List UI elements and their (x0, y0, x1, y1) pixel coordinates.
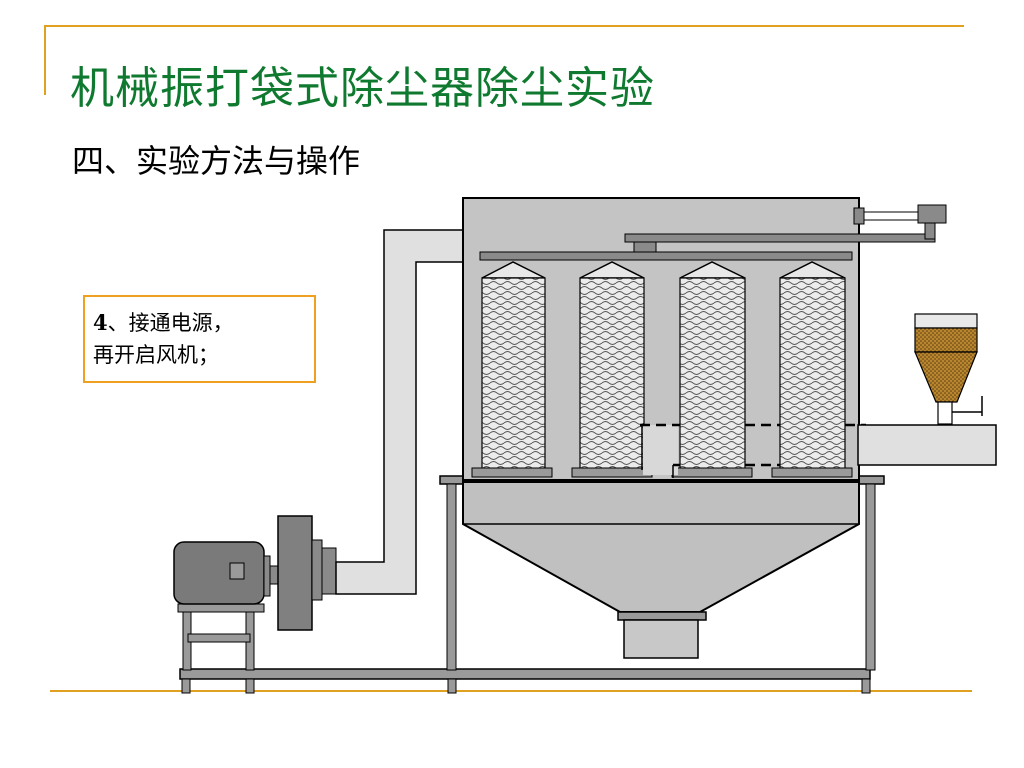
dust-feeder (914, 313, 983, 425)
step-line-1: 4、接通电源， (93, 307, 306, 339)
filter-bag (571, 261, 653, 478)
dust-hopper (462, 481, 860, 659)
motor-stand (177, 599, 265, 671)
fan (277, 515, 337, 631)
top-accent-line (44, 25, 964, 27)
bottom-accent-line (50, 690, 972, 692)
filter-bags (471, 261, 853, 478)
filter-bag (671, 261, 753, 478)
step-callout-box: 4、接通电源， 再开启风机； (83, 295, 316, 383)
step-line-2: 再开启风机； (93, 343, 219, 367)
step-number: 4 (93, 310, 108, 335)
base-frame (179, 668, 871, 694)
filter-bag (471, 261, 553, 478)
left-accent-line (44, 25, 46, 95)
fan-motor (173, 541, 281, 605)
section-heading: 四、实验方法与操作 (72, 142, 361, 180)
rapping-rail (479, 204, 947, 261)
inlet-pipe (857, 424, 997, 466)
step-text-1: 、接通电源， (107, 311, 234, 335)
filter-bag (771, 261, 853, 478)
slide-title: 机械振打袋式除尘器除尘实验 (70, 63, 655, 114)
inlet-zone (640, 423, 866, 478)
